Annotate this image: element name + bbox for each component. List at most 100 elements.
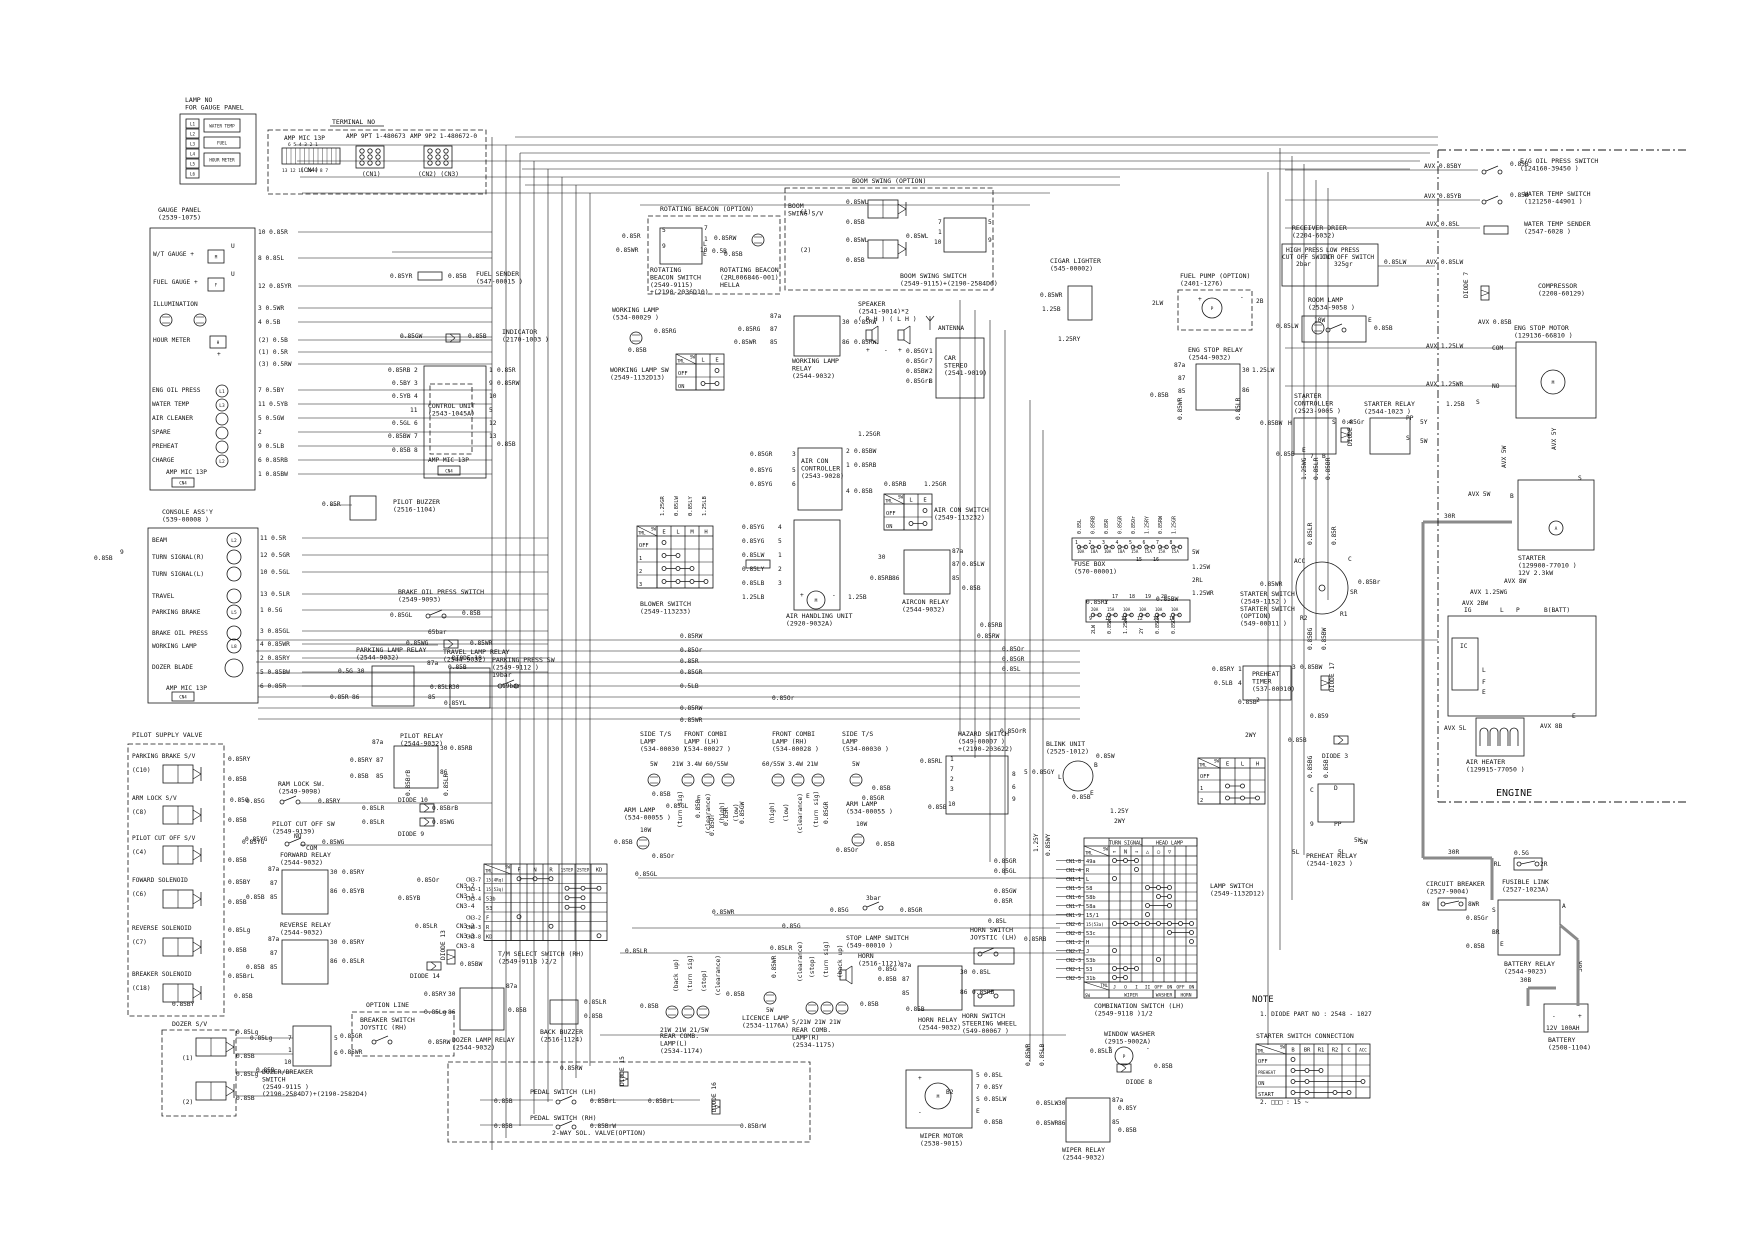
svg-text:5: 5 bbox=[489, 407, 493, 414]
svg-text:0.85R: 0.85R bbox=[622, 233, 641, 240]
dozer-lamp-relay: DOZER LAMP RELAY(2544-9032) bbox=[452, 987, 515, 1051]
svg-text:6: 6 bbox=[334, 1050, 338, 1057]
starter-switch: STARTER SWITCH(2549-1152 )STARTER SWITCH… bbox=[1240, 590, 1295, 628]
svg-text:(stop): (stop) bbox=[701, 970, 708, 992]
svg-text:A: A bbox=[1555, 526, 1558, 532]
svg-text:R1: R1 bbox=[1318, 1048, 1325, 1054]
sw-symbol bbox=[1481, 195, 1503, 205]
svg-text:+: + bbox=[800, 592, 804, 599]
sw-symbol bbox=[977, 989, 999, 999]
svg-text:(turn sig): (turn sig) bbox=[677, 791, 684, 828]
svg-text:15A: 15A bbox=[1158, 549, 1166, 554]
svg-text:B: B bbox=[1510, 493, 1514, 500]
svg-text:0.5G: 0.5G bbox=[338, 668, 353, 675]
svg-text:0.85B: 0.85B bbox=[350, 773, 369, 780]
svg-text:0.85LB: 0.85LB bbox=[742, 580, 765, 587]
svg-text:10: 10 bbox=[700, 247, 708, 254]
svg-text:H: H bbox=[1288, 420, 1292, 427]
svg-text:10A: 10A bbox=[1123, 607, 1131, 612]
svg-text:SW: SW bbox=[651, 527, 657, 532]
svg-text:PILOT CUT OFF SW: PILOT CUT OFF SW bbox=[272, 820, 335, 828]
svg-text:7: 7 bbox=[929, 358, 933, 365]
svg-text:6: 6 bbox=[1012, 784, 1016, 791]
svg-text:87: 87 bbox=[270, 950, 278, 957]
lamp-symbol bbox=[681, 1005, 695, 1019]
svg-text:10A: 10A bbox=[1118, 549, 1126, 554]
svg-text:CN4: CN4 bbox=[179, 695, 187, 700]
svg-text:M: M bbox=[1552, 380, 1555, 386]
svg-text:0.85R: 0.85R bbox=[680, 658, 699, 665]
svg-text:0.85RB: 0.85RB bbox=[972, 989, 995, 996]
svg-text:LAMP(R): LAMP(R) bbox=[792, 1033, 819, 1041]
svg-text:0.85B: 0.85B bbox=[228, 899, 247, 906]
svg-text:0.85YG: 0.85YG bbox=[242, 839, 265, 846]
svg-text:CN2-3: CN2-3 bbox=[1066, 958, 1081, 964]
svg-text:4 0.85WR: 4 0.85WR bbox=[260, 641, 290, 648]
svg-text:ARM LOCK S/V: ARM LOCK S/V bbox=[132, 795, 177, 802]
sol-symbol bbox=[162, 764, 202, 784]
svg-text:87a: 87a bbox=[1174, 362, 1185, 369]
svg-text:GAUGE PANEL: GAUGE PANEL bbox=[158, 206, 201, 214]
svg-text:HORN SWITCH: HORN SWITCH bbox=[962, 1012, 1005, 1020]
svg-text:U: U bbox=[231, 243, 235, 250]
svg-text:DIODE 6: DIODE 6 bbox=[1347, 420, 1354, 446]
svg-text:LAMP(L): LAMP(L) bbox=[660, 1039, 687, 1047]
svg-text:OFF: OFF bbox=[1154, 985, 1163, 991]
svg-text:PEDAL SWITCH (RH): PEDAL SWITCH (RH) bbox=[530, 1114, 597, 1122]
svg-text:0.85YG: 0.85YG bbox=[742, 538, 765, 545]
svg-text:CN3-8: CN3-8 bbox=[466, 935, 481, 941]
svg-text:5: 5 bbox=[988, 219, 992, 226]
svg-text:86: 86 bbox=[330, 958, 338, 965]
svg-text:30: 30 bbox=[960, 969, 968, 976]
svg-text:0.85RB: 0.85RB bbox=[980, 622, 1003, 629]
svg-text:2. □□□ : 15 ~: 2. □□□ : 15 ~ bbox=[1260, 1099, 1309, 1106]
svg-text:0.85B: 0.85B bbox=[1510, 161, 1529, 168]
svg-text:KD: KD bbox=[596, 868, 603, 874]
svg-text:0.85BW: 0.85BW bbox=[1260, 420, 1283, 427]
room-lamp: ROOM LAMP(2534-9058 ) bbox=[1301, 296, 1367, 343]
svg-text:OFF: OFF bbox=[639, 543, 649, 549]
svg-text:0.85B: 0.85B bbox=[640, 1003, 659, 1010]
svg-text:H: H bbox=[1256, 762, 1259, 768]
svg-text:(CN1): (CN1) bbox=[362, 171, 381, 178]
svg-text:0.85WR: 0.85WR bbox=[1177, 397, 1184, 420]
svg-text:0.85LR: 0.85LR bbox=[1313, 457, 1320, 480]
svg-text:(2190-2584D7)+(2190-2582D4): (2190-2584D7)+(2190-2582D4) bbox=[262, 1090, 368, 1098]
svg-text:(CN2) (CN3): (CN2) (CN3) bbox=[418, 171, 459, 178]
svg-text:STARTER RELAY: STARTER RELAY bbox=[1364, 400, 1415, 408]
hazard-switch: HAZARD SWITCH(549-00007 )+(2190-203622) bbox=[945, 730, 1013, 815]
svg-text:53: 53 bbox=[1086, 967, 1092, 973]
svg-text:+: + bbox=[1578, 1013, 1582, 1020]
svg-text:F: F bbox=[517, 868, 520, 874]
svg-text:53b: 53b bbox=[1086, 958, 1096, 964]
pilot-relay: PILOT RELAY(2544-9032) bbox=[393, 732, 443, 789]
svg-text:10 0.85R: 10 0.85R bbox=[258, 229, 288, 236]
svg-text:AVX 0.85L: AVX 0.85L bbox=[1426, 221, 1460, 228]
svg-text:(2204-6032): (2204-6032) bbox=[1292, 231, 1335, 239]
svg-text:0.85BrL: 0.85BrL bbox=[590, 1098, 616, 1105]
svg-text:+: + bbox=[898, 347, 902, 354]
rotating-beacon-box: ROTATING BEACON (OPTION) bbox=[647, 205, 781, 295]
svg-text:19: 19 bbox=[1145, 594, 1151, 600]
svg-text:2WY: 2WY bbox=[1245, 732, 1256, 739]
svg-text:0.85L: 0.85L bbox=[1077, 519, 1083, 534]
boom-swing-switch: BOOM SWING SWITCH(2549-9115)+(2190-2584D… bbox=[900, 217, 998, 287]
svg-text:P: P bbox=[1211, 306, 1214, 312]
boxl-symbol: L4 bbox=[185, 148, 200, 159]
svg-text:WIPER MOTOR: WIPER MOTOR bbox=[920, 1132, 963, 1140]
sw-symbol bbox=[862, 901, 884, 911]
svg-text:1.25RY: 1.25RY bbox=[1058, 336, 1081, 343]
svg-text:E: E bbox=[1090, 790, 1094, 797]
svg-text:0.85Lg: 0.85Lg bbox=[424, 1009, 447, 1016]
svg-text:(3) 0.5RW: (3) 0.5RW bbox=[258, 361, 292, 368]
svg-text:5: 5 bbox=[778, 538, 782, 545]
svg-text:(129136-66810 ): (129136-66810 ) bbox=[1514, 331, 1573, 339]
svg-text:87: 87 bbox=[902, 976, 910, 983]
svg-text:LAMP NO: LAMP NO bbox=[185, 96, 212, 104]
svg-text:15/1: 15/1 bbox=[1086, 913, 1099, 919]
svg-text:L8: L8 bbox=[231, 644, 237, 650]
svg-text:0.85WR: 0.85WR bbox=[680, 717, 703, 724]
svg-text:0.85LR: 0.85LR bbox=[1307, 522, 1314, 545]
svg-text:0.85Gr: 0.85Gr bbox=[906, 358, 929, 365]
svg-text:0.85Or: 0.85Or bbox=[709, 813, 716, 836]
